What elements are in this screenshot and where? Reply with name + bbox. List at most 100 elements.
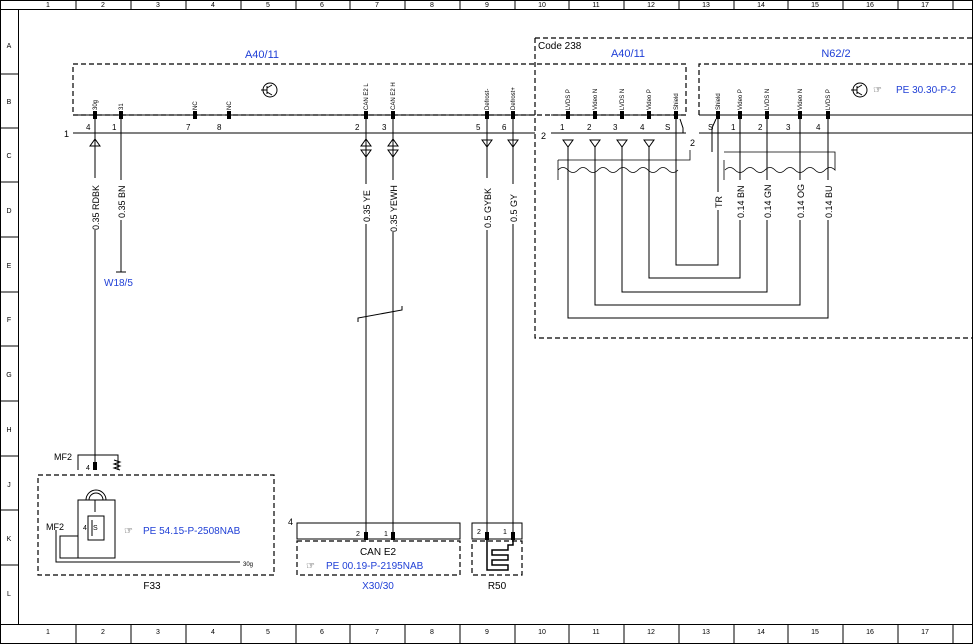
n62-pin-numbers: S 1 2 3 4 bbox=[708, 123, 821, 132]
a40-pins bbox=[93, 111, 515, 119]
svg-text:0.14 GN: 0.14 GN bbox=[763, 184, 773, 218]
connector-2b-label: 2 bbox=[690, 138, 695, 148]
svg-text:13: 13 bbox=[702, 629, 710, 636]
mf2-bottom-label: MF2 bbox=[46, 522, 64, 532]
plug-symbols bbox=[89, 138, 519, 158]
n62-2-label[interactable]: N62/2 bbox=[821, 48, 850, 60]
connector-1-label: 1 bbox=[64, 129, 69, 139]
svg-text:Video N: Video N bbox=[798, 89, 804, 110]
svg-text:3: 3 bbox=[382, 123, 387, 132]
svg-text:6: 6 bbox=[502, 123, 507, 132]
svg-text:7: 7 bbox=[375, 629, 379, 636]
a40-pin-labels: 30g 31 NC NC CAN E2 L CAN E2 H Defrost- … bbox=[93, 82, 517, 110]
f33-ref-link[interactable]: PE 54.15-P-2508NAB bbox=[143, 526, 241, 537]
r50-pin2: 2 bbox=[477, 529, 481, 536]
svg-text:2: 2 bbox=[101, 2, 105, 9]
svg-text:F: F bbox=[7, 317, 11, 324]
svg-text:14: 14 bbox=[757, 629, 765, 636]
f33-box bbox=[37, 474, 275, 576]
svg-text:LVDS N: LVDS N bbox=[620, 89, 626, 110]
svg-text:A: A bbox=[7, 43, 12, 50]
svg-text:LVDS P: LVDS P bbox=[566, 89, 572, 110]
f33-30g-label: 30g bbox=[243, 562, 253, 568]
svg-text:15: 15 bbox=[811, 629, 819, 636]
svg-text:0.14 BN: 0.14 BN bbox=[736, 185, 746, 218]
svg-text:3: 3 bbox=[156, 629, 160, 636]
n62-ref-hand-icon: ☞ bbox=[873, 85, 882, 96]
svg-text:10: 10 bbox=[538, 2, 546, 9]
heating-element-icon bbox=[486, 540, 514, 571]
n62-ref-link[interactable]: PE 30.30-P-2 bbox=[896, 85, 956, 96]
r50-label: R50 bbox=[488, 581, 507, 592]
svg-text:5: 5 bbox=[476, 123, 481, 132]
svg-text:Defrost-: Defrost- bbox=[485, 89, 491, 110]
svg-text:3: 3 bbox=[156, 2, 160, 9]
svg-text:Video P: Video P bbox=[647, 89, 653, 110]
svg-text:E: E bbox=[7, 263, 12, 270]
svg-text:TR: TR bbox=[714, 196, 724, 208]
a40-wires bbox=[94, 119, 514, 535]
svg-text:2: 2 bbox=[758, 123, 763, 132]
row-ruler bbox=[0, 73, 18, 566]
svg-text:5: 5 bbox=[266, 2, 270, 9]
column-numbers-top: 1 2 3 4 5 6 7 8 9 10 11 12 13 14 15 16 1… bbox=[46, 2, 929, 9]
plug-symbols-right bbox=[562, 139, 655, 148]
a40-pin-numbers: 4 1 7 8 2 3 5 6 bbox=[86, 123, 507, 132]
svg-text:1: 1 bbox=[112, 123, 117, 132]
svg-text:4: 4 bbox=[211, 629, 215, 636]
svg-text:Video N: Video N bbox=[593, 89, 599, 110]
w18-5-label[interactable]: W18/5 bbox=[104, 278, 133, 289]
svg-text:0.35 RDBK: 0.35 RDBK bbox=[91, 185, 101, 230]
svg-text:B: B bbox=[7, 99, 12, 106]
row-letters: A B C D E F G H J K L bbox=[6, 43, 11, 598]
svg-text:17: 17 bbox=[921, 2, 929, 9]
svg-text:2: 2 bbox=[587, 123, 592, 132]
a40-11-right-label[interactable]: A40/11 bbox=[611, 48, 645, 60]
svg-text:3: 3 bbox=[613, 123, 618, 132]
svg-text:S: S bbox=[708, 123, 713, 132]
svg-text:S: S bbox=[665, 123, 670, 132]
svg-text:0.35 YE: 0.35 YE bbox=[362, 190, 372, 222]
svg-text:17: 17 bbox=[921, 629, 929, 636]
video-wires bbox=[567, 118, 829, 319]
svg-text:C: C bbox=[6, 153, 11, 160]
x30-30-label[interactable]: X30/30 bbox=[362, 581, 394, 592]
r50-box bbox=[471, 540, 523, 576]
svg-text:7: 7 bbox=[186, 123, 191, 132]
fuse-icon bbox=[59, 489, 116, 559]
can-e2-label: CAN E2 bbox=[360, 547, 397, 558]
svg-text:NC: NC bbox=[227, 101, 233, 110]
svg-text:16: 16 bbox=[866, 629, 874, 636]
svg-text:9: 9 bbox=[485, 629, 489, 636]
svg-text:1: 1 bbox=[560, 123, 565, 132]
svg-text:Shield: Shield bbox=[716, 93, 722, 110]
code-238-box bbox=[534, 38, 973, 339]
svg-text:1: 1 bbox=[46, 2, 50, 9]
svg-text:9: 9 bbox=[485, 2, 489, 9]
svg-text:10: 10 bbox=[538, 629, 546, 636]
svg-text:8: 8 bbox=[430, 629, 434, 636]
svg-text:4: 4 bbox=[211, 2, 215, 9]
svg-text:LVDS N: LVDS N bbox=[765, 89, 771, 110]
svg-text:4: 4 bbox=[816, 123, 821, 132]
svg-text:0.14 OG: 0.14 OG bbox=[796, 184, 806, 218]
svg-text:30g: 30g bbox=[93, 100, 99, 110]
code-238-label: Code 238 bbox=[538, 41, 582, 52]
f33-label: F33 bbox=[143, 581, 161, 592]
svg-text:G: G bbox=[6, 372, 11, 379]
module-symbol-icon bbox=[261, 82, 278, 98]
svg-text:Shield: Shield bbox=[674, 93, 680, 110]
a40-11-label[interactable]: A40/11 bbox=[245, 49, 279, 61]
svg-text:4: 4 bbox=[86, 123, 91, 132]
svg-text:Video P: Video P bbox=[738, 89, 744, 110]
svg-text:13: 13 bbox=[702, 2, 710, 9]
n62-pins bbox=[716, 111, 830, 119]
x30-ref-link[interactable]: PE 00.19-P-2195NAB bbox=[326, 561, 424, 572]
svg-text:2: 2 bbox=[101, 629, 105, 636]
svg-text:0.35 BN: 0.35 BN bbox=[117, 185, 127, 218]
x30-connector-frame bbox=[296, 522, 461, 540]
svg-text:15: 15 bbox=[811, 2, 819, 9]
connector-4-label: 4 bbox=[288, 517, 293, 527]
svg-text:31: 31 bbox=[119, 103, 125, 110]
